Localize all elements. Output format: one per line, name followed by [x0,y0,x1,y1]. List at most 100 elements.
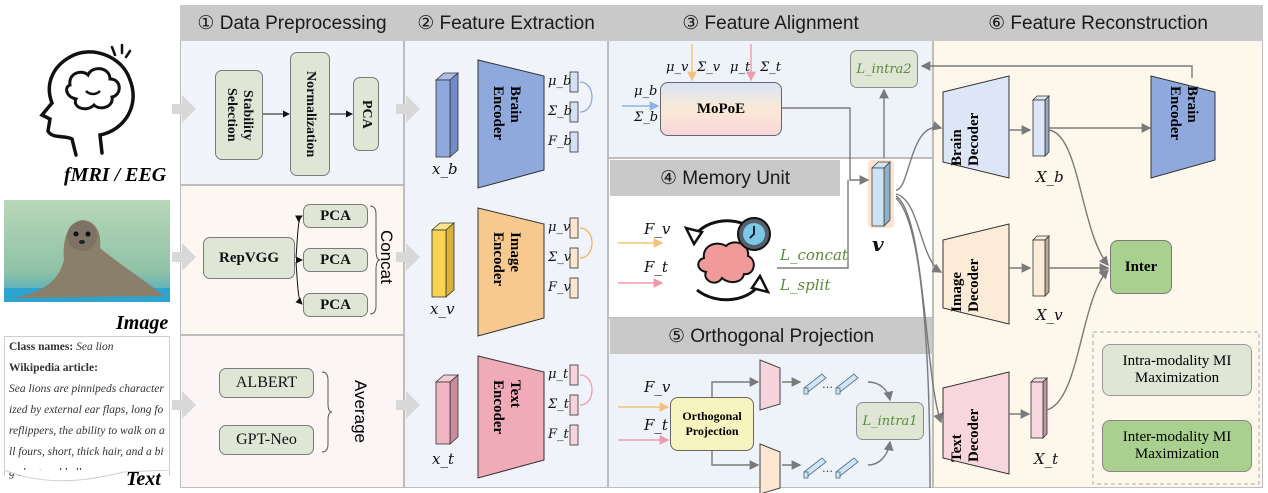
mu-t-vector [569,364,579,386]
gpt-neo-box: GPT-Neo [219,425,314,455]
orthogonal-projection-box: Orthogonal Projection [670,397,754,451]
text-encoder-label: Text Encoder [490,380,523,435]
section-header-data-preprocessing: ① Data Preprocessing [180,5,404,41]
f-t-label: F_t [548,427,569,442]
svg-text:…: … [822,462,833,475]
image-input-label: Image [116,312,169,334]
section-header-memory-unit: ④ Memory Unit [610,160,840,196]
x-b-label: x_b [432,160,458,178]
sigma-v-label: Σ_v [548,250,572,265]
mopoe-box: MoPoE [660,82,782,136]
f-b-label: F_b [548,134,572,149]
class-value: Sea lion [76,341,114,353]
image-encoder-label: Image Encoder [490,232,523,287]
section-header-feature-reconstruction: ⑥ Feature Reconstruction [933,5,1263,41]
image-input-vector [430,222,456,298]
sigma-b-vector [569,101,579,123]
f-b-vector [569,131,579,153]
f-v-memory-label: F_v [644,220,671,238]
pca-branch-box: PCA [303,248,368,272]
f-v-ortho-label: F_v [644,378,671,396]
article-line: ized by external ear flaps, long fo [9,404,164,416]
mu-v-align-label: μ_v [666,60,689,75]
sigma-b-align-label: Σ_b [634,110,659,125]
f-t-memory-label: F_t [644,258,668,276]
x-v-recon-vector [1032,239,1046,297]
intra-modality-legend: Intra-modality MI Maximization [1102,344,1252,396]
sigma-v-align-label: Σ_v [697,60,721,75]
mu-b-label: μ_b [548,74,572,89]
inter-modality-legend: Inter-modality MI Maximization [1102,420,1252,472]
preprocess-text-panel [180,335,404,488]
section-header-orthogonal-projection: ⑤ Orthogonal Projection [610,318,932,354]
normalization-box: Normalization [290,52,330,176]
repvgg-box: RepVGG [203,237,295,279]
brain-encoder-shape [477,59,545,189]
brain-decoder-shape [942,75,1010,179]
x-v-recon-label: X_v [1036,306,1063,324]
text-input-label: Text [126,468,161,490]
average-label: Average [351,380,370,444]
class-label: Class names: [9,341,74,353]
f-v-vector [569,277,579,299]
orthogonal-diagram: … … [759,359,859,493]
image-decoder-shape [942,223,1010,325]
text-encoder-shape [477,355,545,479]
feature-extraction-diagram [430,59,593,479]
mu-t-align-label: μ_t [730,60,751,75]
mu-v-label: μ_v [548,220,571,235]
inter-box: Inter [1110,240,1172,294]
brain-input-vector [434,72,460,158]
document-wavy-edge [4,470,170,482]
f-t-ortho-label: F_t [644,416,668,434]
x-t-label: x_t [432,450,454,468]
f-v-label: F_v [548,280,571,295]
class-name-line: Class names: Sea lion [9,337,165,358]
pca-box: PCA [353,77,379,151]
text-decoder-shape [942,371,1010,475]
brain-input-label: fMRI / EEG [64,164,167,186]
concat-label: Concat [377,230,396,284]
stability-selection-box: Stability Selection [215,70,263,160]
x-v-label: x_v [430,300,455,318]
loss-concat-label: L_concat [780,246,848,264]
article-label: Wikipedia article: [9,362,98,374]
article-line: ll fours, short, thick hair, and a bi [9,446,164,458]
loss-intra2-box: L_intra2 [850,50,918,88]
projection-vectors [803,373,859,479]
v-label: v [872,232,884,256]
text-input-vector [434,374,460,445]
albert-box: ALBERT [219,368,314,398]
sea-lion-image [4,200,170,302]
brain-encoder-label: Brain Encoder [490,86,523,141]
sigma-t-vector [569,394,579,416]
section-header-feature-alignment: ③ Feature Alignment [608,5,933,41]
latent-v-vector [868,160,894,228]
image-decoder-label: Image Decoder [949,258,982,312]
mu-t-label: μ_t [548,367,569,382]
projection-head-top [759,359,781,411]
article-line: Sea lions are pinnipeds character [9,383,164,395]
x-b-recon-label: X_b [1036,168,1064,186]
x-t-recon-label: X_t [1034,450,1059,468]
brain-re-encoder-shape [1150,75,1216,179]
sigma-t-label: Σ_t [548,397,569,412]
text-decoder-label: Text Decoder [949,408,982,462]
brain-decoder-label: Brain Decoder [949,112,982,166]
x-b-recon-vector [1032,99,1046,157]
memory-brain-icon [683,217,771,302]
head-brain-icon [39,43,135,157]
sigma-v-vector [569,247,579,269]
section-header-feature-extraction: ② Feature Extraction [404,5,608,41]
projection-head-bottom [759,443,781,493]
article-line: reflippers, the ability to walk on a [9,425,165,437]
mu-b-align-label: μ_b [634,84,658,99]
sigma-t-align-label: Σ_t [760,60,781,75]
brain-re-encoder-label: Brain Encoder [1167,86,1200,141]
x-t-recon-vector [1030,381,1044,439]
pca-branch-box: PCA [303,204,368,228]
pca-branch-box: PCA [303,293,368,317]
mu-b-vector [569,71,579,93]
mu-v-vector [569,217,579,239]
f-t-vector [569,424,579,446]
